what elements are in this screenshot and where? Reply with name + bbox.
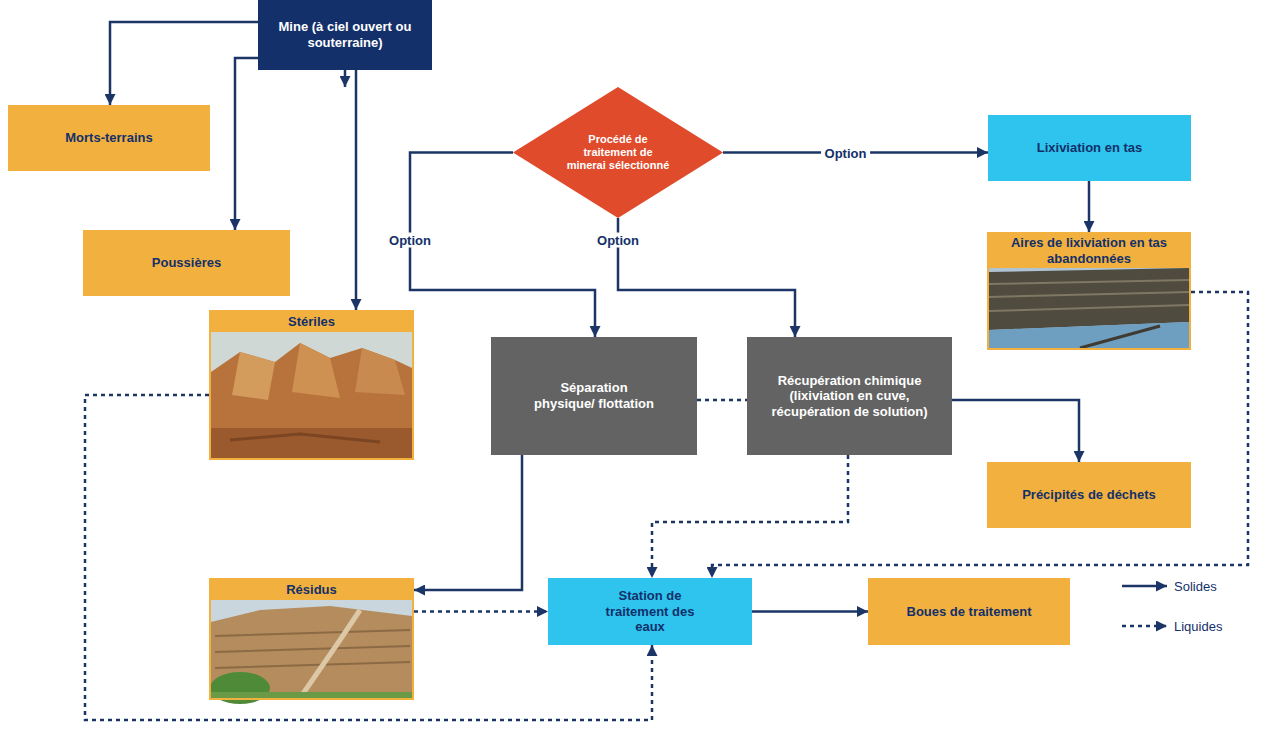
terraced-heap — [989, 268, 1189, 330]
heap-leach-photo — [989, 266, 1189, 348]
photo-grass — [211, 692, 412, 698]
solid-flow — [235, 58, 258, 230]
tailings-photo — [210, 598, 412, 704]
node-label: Boues de traitement — [907, 604, 1032, 620]
node-label: Aires de lixiviation en tas abandonnées — [989, 234, 1189, 268]
liquid-flow — [697, 399, 747, 402]
legend-label: Liquides — [1174, 619, 1222, 634]
legend-entry: Solides — [1122, 577, 1217, 595]
photo-sky — [989, 266, 1189, 348]
terrace-line — [215, 662, 410, 668]
solid-flow — [952, 400, 1079, 462]
waste-photo-box: Aires de lixiviation en tas abandonnées — [987, 232, 1191, 350]
node-label: Poussières — [152, 255, 221, 271]
solid-flow — [1088, 181, 1091, 232]
photo-track — [230, 434, 380, 442]
waste-box: Précipités de déchets — [987, 462, 1191, 528]
node-label: Stériles — [211, 312, 412, 332]
node-label: Lixiviation en tas — [1037, 140, 1142, 156]
solid-flow — [355, 70, 358, 310]
legend-entry: Liquides — [1122, 617, 1222, 635]
edge-label: Option — [385, 233, 435, 248]
process-box: Récupération chimique (lixiviation en cu… — [747, 337, 952, 455]
waste-box: Boues de traitement — [868, 578, 1070, 645]
decision-diamond: Procédé de traitement de minerai sélecti… — [513, 87, 723, 218]
legend-label: Solides — [1174, 579, 1217, 594]
liquid-flow — [414, 610, 548, 613]
node-label: Récupération chimique (lixiviation en cu… — [764, 373, 936, 420]
photo-sky — [211, 330, 412, 458]
legend-line — [1122, 585, 1167, 588]
node-label: Mine (à ciel ouvert ou souterraine) — [269, 19, 421, 50]
waste-box: Morts-terrains — [8, 105, 210, 171]
waste-box: Poussières — [83, 230, 290, 296]
process-box: Séparation physique/ flottation — [491, 337, 697, 455]
rock-pile — [232, 352, 275, 400]
waste-photo-box: Stériles — [209, 310, 414, 460]
waste-rock-photo — [211, 330, 412, 458]
terrace-line — [215, 630, 410, 636]
rock-pile — [211, 343, 412, 458]
node-label: Procédé de traitement de minerai sélecti… — [563, 133, 673, 173]
waste-photo-box: Résidus — [209, 578, 414, 700]
pipe — [1080, 326, 1160, 348]
diamond-fill — [513, 87, 723, 218]
mine-box: Mine (à ciel ouvert ou souterraine) — [258, 0, 432, 70]
edge-label: Option — [821, 145, 871, 160]
edge-label: Option — [593, 233, 643, 248]
node-label: Résidus — [211, 580, 412, 600]
solid-flow — [414, 455, 522, 590]
liquid-flow — [652, 455, 848, 578]
legend-line — [1122, 625, 1167, 628]
legend-sample — [1122, 577, 1168, 595]
solid-flow — [618, 218, 795, 337]
terrace-line — [989, 305, 1189, 311]
photo-road — [300, 610, 360, 698]
pond-water — [989, 322, 1189, 348]
terrace-line — [989, 292, 1189, 297]
process-box: Station de traitement des eaux — [548, 578, 752, 645]
terrace-line — [989, 280, 1189, 284]
liquid-flow — [712, 292, 1248, 578]
node-label: Précipités de déchets — [1022, 487, 1156, 503]
node-label: Séparation physique/ flottation — [529, 380, 659, 411]
rock-pile — [355, 348, 405, 395]
node-label: Morts-terrains — [65, 130, 152, 146]
terrace-line — [215, 646, 410, 652]
process-box: Lixiviation en tas — [988, 115, 1191, 181]
legend-sample — [1122, 617, 1168, 635]
node-label: Station de traitement des eaux — [595, 588, 705, 635]
photo-ground — [211, 428, 412, 458]
rock-pile — [292, 343, 340, 398]
solid-flow — [752, 610, 868, 613]
